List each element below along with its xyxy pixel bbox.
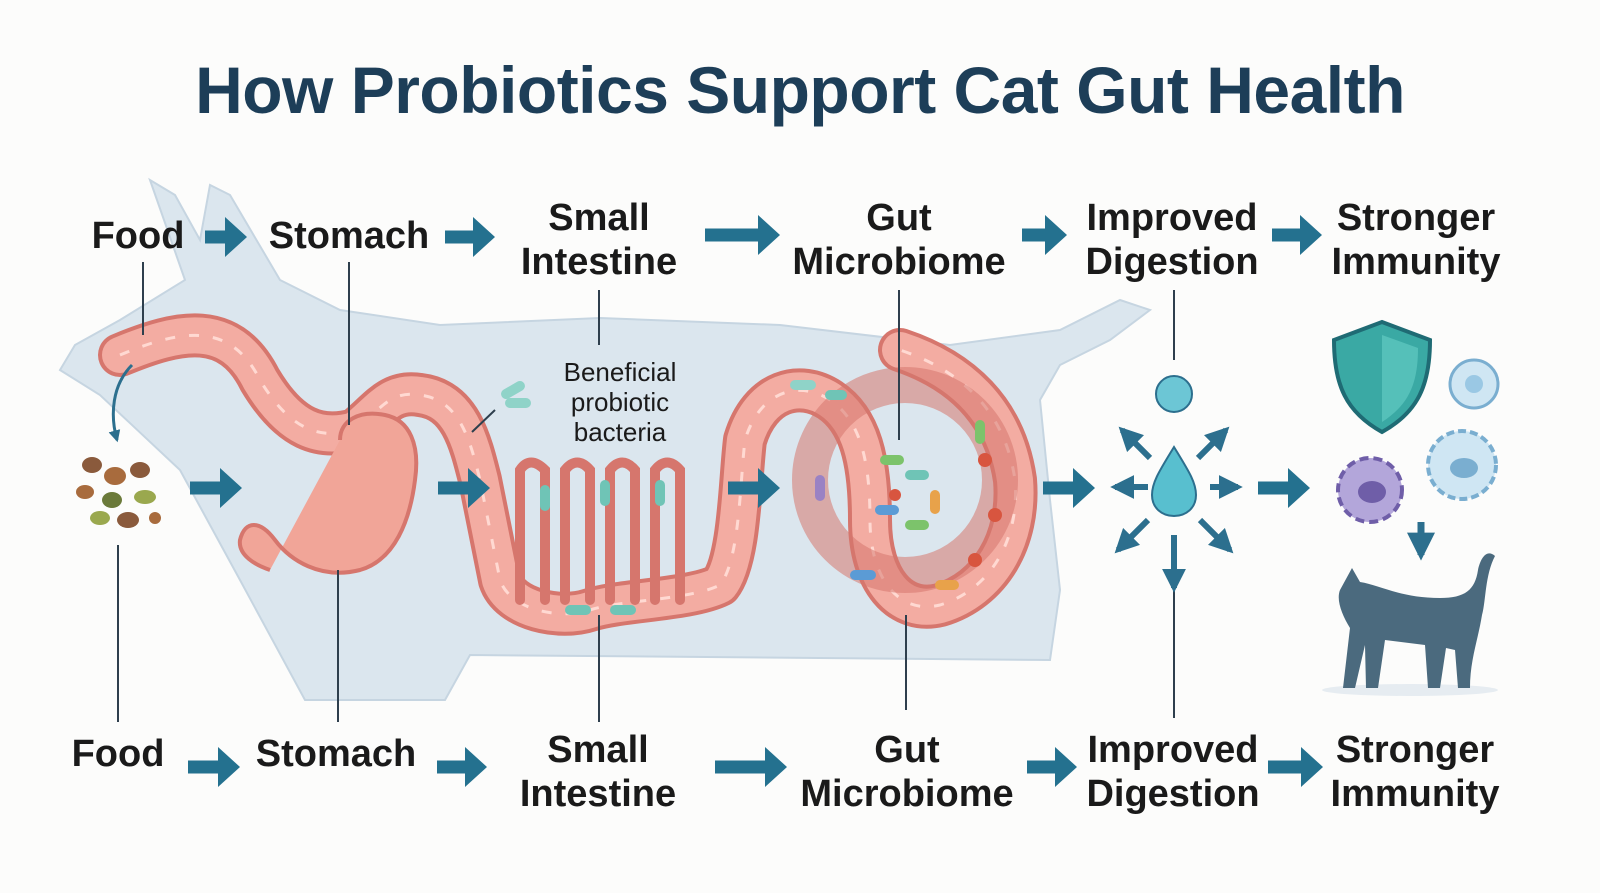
microbiome-ring xyxy=(792,367,1018,593)
bottom-label-improved-digestion: Improved Digestion xyxy=(1086,729,1260,815)
mid-arrow-3 xyxy=(728,468,780,508)
top-arrow-5 xyxy=(1272,215,1322,255)
diagram-title: How Probiotics Support Cat Gut Health xyxy=(195,53,1405,127)
top-arrow-2 xyxy=(445,217,495,257)
top-label-stronger-immunity: Stronger Immunity xyxy=(1331,197,1501,283)
top-label-small-intestine: Small Intestine xyxy=(520,197,678,283)
top-arrow-3 xyxy=(705,215,780,255)
mid-arrow-1 xyxy=(190,468,242,508)
mid-arrow-4 xyxy=(1043,468,1095,508)
top-label-improved-digestion: Improved Digestion xyxy=(1085,197,1259,283)
bottom-label-stronger-immunity: Stronger Immunity xyxy=(1330,729,1500,815)
bottom-label-stomach: Stomach xyxy=(255,733,417,775)
flow-arrows xyxy=(188,215,1323,787)
top-arrow-1 xyxy=(205,217,247,257)
bottom-label-gut-microbiome: Gut Microbiome xyxy=(800,729,1014,815)
stomach xyxy=(237,411,419,575)
mid-arrow-2 xyxy=(438,468,490,508)
bottom-label-small-intestine: Small Intestine xyxy=(519,729,677,815)
bottom-arrow-5 xyxy=(1268,747,1323,787)
top-label-food: Food xyxy=(91,215,185,257)
top-arrow-4 xyxy=(1022,215,1067,255)
bottom-arrow-4 xyxy=(1027,747,1077,787)
mid-arrow-5 xyxy=(1258,468,1310,508)
digestive-flow-line xyxy=(119,333,1018,616)
bottom-arrow-2 xyxy=(437,747,487,787)
bottom-arrow-1 xyxy=(188,747,240,787)
annotation-label: Beneficial probiotic bacteria xyxy=(563,357,677,447)
improved-digestion-icon xyxy=(1110,375,1243,593)
top-label-gut-microbiome: Gut Microbiome xyxy=(792,197,1006,283)
immunity-icon-group xyxy=(1322,319,1500,696)
bacteria-cluster xyxy=(501,380,1002,615)
top-label-stomach: Stomach xyxy=(268,215,430,257)
cat-icon xyxy=(1338,553,1495,688)
leader-lines xyxy=(117,262,1175,722)
intestinal-villi xyxy=(515,457,685,605)
bottom-arrow-3 xyxy=(715,747,787,787)
mouth-to-food-arrow xyxy=(108,363,134,443)
food-pellets xyxy=(76,457,161,528)
bottom-label-food: Food xyxy=(71,733,165,775)
